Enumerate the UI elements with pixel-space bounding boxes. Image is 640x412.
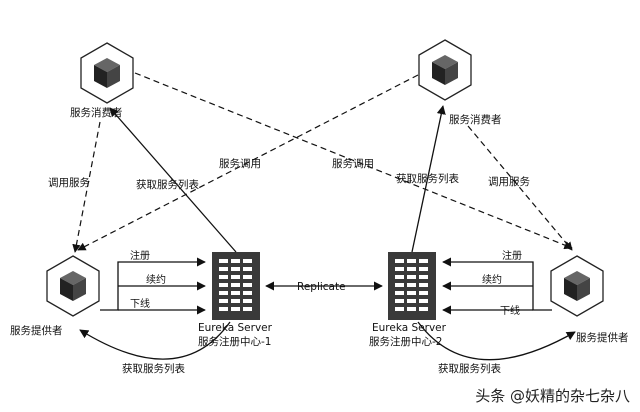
label-offline-left: 下线 (130, 297, 150, 310)
label-renew-right: 续约 (482, 273, 502, 286)
label-replicate: Replicate (297, 281, 346, 293)
edge-fetch-list-left (109, 107, 237, 253)
label-call-service-right: 调用服务 (488, 175, 530, 188)
watermark: 头条 @妖精的杂七杂八 (475, 387, 630, 405)
edge-fetch-list-right (411, 105, 446, 253)
edge-service-call-left (77, 74, 419, 251)
provider-right-label: 服务提供者 (576, 331, 629, 344)
consumer-left-label: 服务消费者 (70, 106, 123, 119)
server-2-subtitle: 服务注册中心-2 (369, 335, 442, 348)
server-2-title: Eureka Server (372, 322, 447, 334)
consumer-left-icon (80, 42, 134, 104)
label-fetch-list-left: 获取服务列表 (136, 178, 199, 191)
edge-call-service-right (467, 125, 573, 251)
label-renew-left: 续约 (146, 273, 166, 286)
edge-fetch-list-bottom-left (79, 321, 231, 360)
label-fetch-list-bottom-right: 获取服务列表 (438, 362, 501, 375)
provider-left-label: 服务提供者 (10, 324, 63, 337)
edge-fetch-list-bottom-right (417, 321, 576, 361)
provider-right-icon (550, 255, 604, 317)
label-register-right: 注册 (502, 249, 522, 262)
label-fetch-list-right: 获取服务列表 (396, 172, 459, 185)
server-1-subtitle: 服务注册中心-1 (198, 335, 271, 348)
label-service-call-right: 服务调用 (332, 157, 374, 170)
server-1-icon (212, 252, 260, 320)
label-call-service-left: 调用服务 (48, 176, 90, 189)
label-fetch-list-bottom-left: 获取服务列表 (122, 362, 185, 375)
edge-service-call-right (134, 72, 573, 250)
label-service-call-left: 服务调用 (219, 157, 261, 170)
label-offline-right: 下线 (500, 304, 520, 317)
server-1-title: Eureka Server (198, 322, 273, 334)
provider-left-icon (46, 255, 100, 317)
server-2-icon (388, 252, 436, 320)
edge-call-service-left (72, 121, 101, 253)
consumer-right-label: 服务消费者 (449, 113, 502, 126)
consumer-right-icon (418, 39, 472, 101)
label-register-left: 注册 (130, 249, 150, 262)
